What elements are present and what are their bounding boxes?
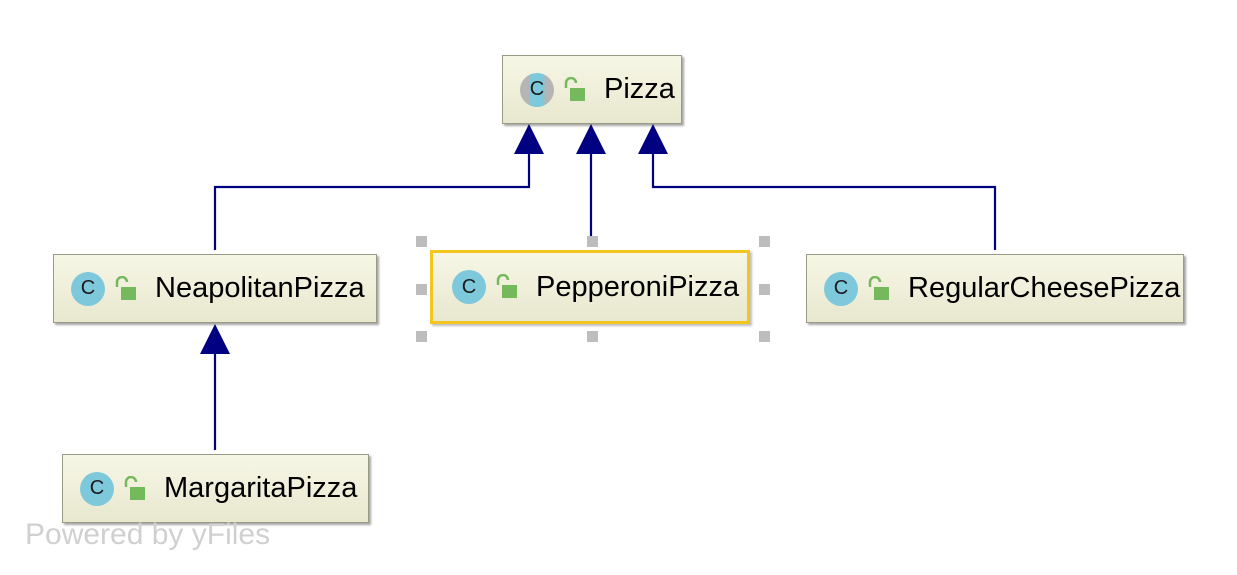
selection-handle[interactable] xyxy=(587,331,598,342)
abstract-class-icon: C xyxy=(520,72,554,107)
class-name: NeapolitanPizza xyxy=(155,272,365,304)
class-icon: C xyxy=(71,271,105,306)
class-icon: C xyxy=(824,271,858,306)
class-icon: C xyxy=(80,471,114,506)
class-node-regular-cheese-pizza[interactable]: C RegularCheesePizza xyxy=(806,254,1184,323)
class-node-pizza[interactable]: C Pizza xyxy=(502,55,682,124)
selection-handle[interactable] xyxy=(759,331,770,342)
watermark: Powered by yFiles xyxy=(25,518,271,551)
class-name: Pizza xyxy=(604,73,675,105)
inheritance-arrowhead xyxy=(576,124,606,154)
selection-handle[interactable] xyxy=(587,236,598,247)
unlocked-padlock-icon xyxy=(868,275,889,300)
inheritance-arrowhead xyxy=(638,124,668,154)
class-icon: C xyxy=(452,270,486,304)
class-name: PepperoniPizza xyxy=(536,270,740,303)
selection-handle[interactable] xyxy=(416,236,427,247)
class-name: RegularCheesePizza xyxy=(908,272,1181,304)
class-node-neapolitan-pizza[interactable]: C NeapolitanPizza xyxy=(53,254,377,323)
unlocked-padlock-icon xyxy=(564,76,585,101)
unlocked-padlock-icon xyxy=(124,475,145,500)
unlocked-padlock-icon xyxy=(496,274,517,298)
selection-handle[interactable] xyxy=(416,284,427,295)
class-node-pepperoni-pizza[interactable]: C PepperoniPizza xyxy=(430,250,750,324)
selection-handle[interactable] xyxy=(759,236,770,247)
inheritance-arrowhead xyxy=(514,124,544,154)
class-node-margarita-pizza[interactable]: C MargaritaPizza xyxy=(62,454,369,523)
class-name: MargaritaPizza xyxy=(164,472,358,504)
inheritance-arrowhead xyxy=(200,324,230,354)
inheritance-edge-neapolitan-to-pizza[interactable] xyxy=(213,154,531,250)
unlocked-padlock-icon xyxy=(115,275,136,300)
selection-handle[interactable] xyxy=(759,284,770,295)
inheritance-edge-regular-to-pizza[interactable] xyxy=(651,154,997,250)
selection-handle[interactable] xyxy=(416,331,427,342)
